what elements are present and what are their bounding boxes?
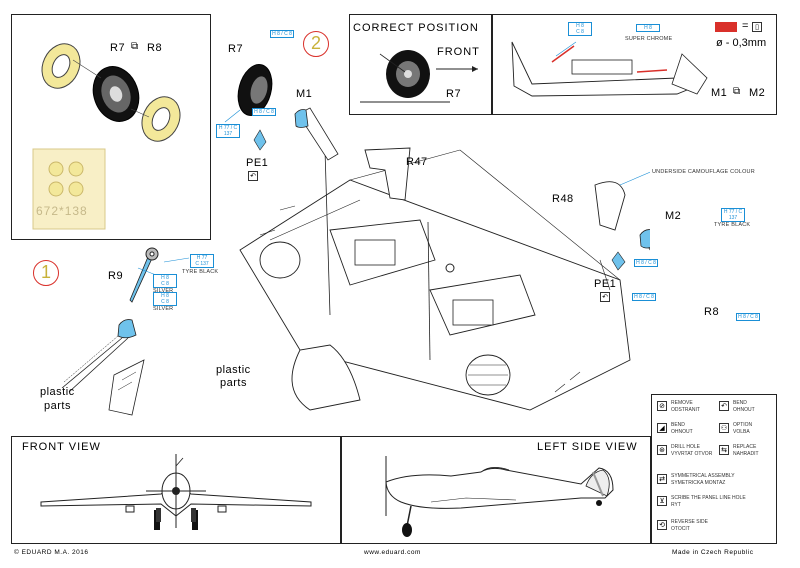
legend-reverse-cz: OTOCIT: [671, 526, 690, 532]
part-r8-label: R8: [704, 306, 720, 318]
part-pe1-top-label: PE1: [246, 157, 269, 169]
footer-website[interactable]: www.eduard.com: [364, 549, 421, 556]
scribe-icon: ⊻: [657, 496, 667, 506]
front-view-panel: [11, 436, 341, 544]
reverse-icon: ⟲: [657, 520, 667, 530]
underside-callout: UNDERSIDE CAMOUFLAGE COLOUR: [652, 169, 755, 175]
inset-part-label-left: R7: [110, 42, 126, 54]
legend-reverse-en: REVERSE SIDE: [671, 519, 708, 525]
part-m1-label: M1: [296, 88, 313, 100]
correct-position-title: CORRECT POSITION: [353, 22, 479, 34]
wire-icon: ▯: [752, 22, 762, 32]
legend-scribe-cz: RYT: [671, 502, 681, 508]
strut-symmetry-icon: ⧉: [733, 86, 741, 97]
legend-remove-cz: ODSTRANIT: [671, 407, 700, 413]
remove-icon: ⊘: [657, 401, 667, 411]
legend-sym-cz: SYMETRICKA MONTAZ: [671, 480, 726, 486]
front-direction-label: FRONT: [437, 46, 480, 58]
legend-option-en: OPTION: [733, 422, 753, 428]
step2-colorbox-g: H 8 / C 8: [736, 313, 760, 321]
bend-icon: ↶: [248, 171, 258, 181]
legend-bend2-cz: OHNOUT: [671, 429, 693, 435]
front-view-drawing: [40, 454, 312, 530]
step1-tyre-black-label: TYRE BLACK: [182, 269, 219, 275]
legend-panel: [651, 394, 777, 544]
correct-position-drawing: [360, 50, 478, 103]
part-r7-label: R7: [228, 43, 244, 55]
footer-copyright: © EDUARD M.A. 2016: [14, 549, 89, 556]
part-r47-label: R47: [406, 156, 428, 168]
wire-scale-label: ø - 0,3mm: [716, 37, 767, 49]
main-assembly-drawing: [239, 149, 631, 411]
symmetrical-legend-icon: ⇄: [657, 474, 667, 484]
legend-remove-en: REMOVE: [671, 400, 693, 406]
side-view-panel: [341, 436, 651, 544]
replace-icon: ⇆: [719, 445, 729, 455]
legend-bend2-en: BEND: [671, 422, 685, 428]
step2-colorbox-b: H 77 / C 137: [216, 124, 240, 138]
step2-colorbox-c: H 8 / C 8: [252, 108, 276, 116]
inset-fret-drawing: [32, 43, 181, 230]
step-2-marker: 2: [303, 31, 329, 57]
drill-hole-icon: ⊛: [657, 445, 667, 455]
strut-part-left: M1: [711, 87, 728, 99]
correct-position-panel: [349, 14, 492, 115]
side-view-drawing: [385, 456, 614, 537]
legend-replace-en: REPLACE: [733, 444, 757, 450]
legend-scribe-en: SCRIBE THE PANEL LINE HOLE: [671, 495, 746, 501]
legend-drill-cz: VYVRTAT OTVOR: [671, 451, 713, 457]
side-view-title: LEFT SIDE VIEW: [537, 441, 638, 453]
part-pe1-right-label: PE1: [594, 278, 617, 290]
step2-colorbox-d: H 77 / C 137: [721, 208, 745, 222]
step1-silver-label-a: SILVER: [153, 288, 174, 294]
legend-bend-cz: OHNOUT: [733, 407, 755, 413]
step1-plastic-label-1: plastic: [40, 386, 75, 398]
equals-icon: =: [742, 20, 749, 32]
step2-colorbox-f: H 8 / C 8: [632, 293, 656, 301]
main-plastic-label-1: plastic: [216, 364, 251, 376]
step2-colorbox-a: H 8 / C 8: [270, 30, 294, 38]
legend-grid: ⊘ REMOVE ODSTRANIT ↶ BEND OHNOUT ◢ BEND …: [655, 398, 775, 543]
r48-door-shape: [594, 181, 626, 231]
inset-fret-panel: [11, 14, 211, 240]
legend-bend-en: BEND: [733, 400, 747, 406]
step2-parts-drawing: [224, 64, 650, 271]
fret-code: 672*138: [36, 204, 88, 218]
part-m2-label: M2: [665, 210, 682, 222]
strut-detail-panel: [492, 14, 777, 115]
bend-alt-icon: ◢: [657, 423, 667, 433]
part-r48-label: R48: [552, 193, 574, 205]
legend-drill-en: DRILL HOLE: [671, 444, 700, 450]
strut-part-right: M2: [749, 87, 766, 99]
option-icon: ⚇: [719, 423, 729, 433]
legend-sym-en: SYMMETRICAL ASSEMBLY: [671, 473, 735, 479]
super-chrome-label: SUPER CHROME: [625, 36, 673, 42]
step1-part-r9: R9: [108, 270, 124, 282]
bend-legend-icon: ↶: [719, 401, 729, 411]
inset-part-label-right: R8: [147, 42, 163, 54]
legend-replace-cz: NAHRADIT: [733, 451, 759, 457]
front-view-title: FRONT VIEW: [22, 441, 101, 453]
step1-plastic-label-2: parts: [44, 400, 71, 412]
step1-silver-label-b: SILVER: [153, 306, 174, 312]
correct-position-part: R7: [446, 88, 462, 100]
step2-colorbox-e: H 8 / C 8: [634, 259, 658, 267]
step-1-marker: 1: [33, 260, 59, 286]
main-plastic-label-2: parts: [220, 377, 247, 389]
bend-icon-right: ↶: [600, 292, 610, 302]
symmetrical-icon: ⧉: [131, 41, 139, 52]
red-wire-swatch: [715, 22, 737, 32]
super-chrome-colorbox: H 8: [636, 24, 660, 32]
strut-detail-drawing: [511, 41, 708, 97]
step1-drawing: [61, 247, 190, 416]
tyre-black-callout: TYRE BLACK: [714, 222, 751, 228]
footer-made-in: Made in Czech Republic: [672, 549, 754, 556]
legend-option-cz: VOLBA: [733, 429, 750, 435]
